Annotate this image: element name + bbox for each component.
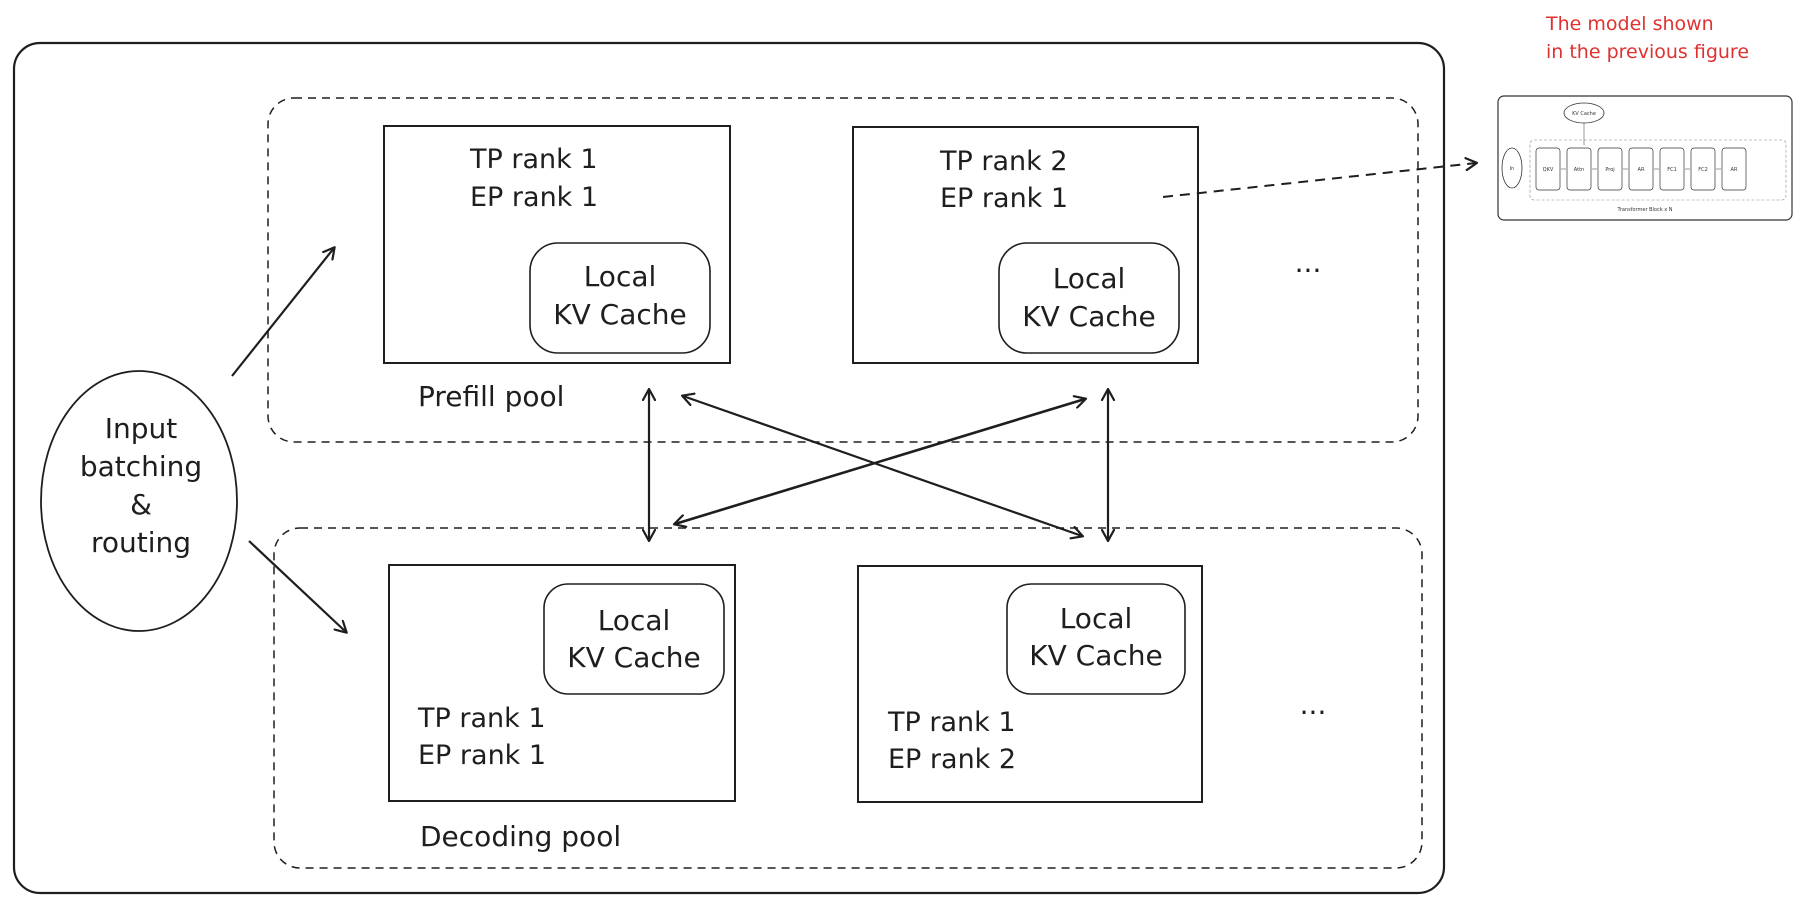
decoding-rank-2-ep: EP rank 2 [888, 744, 1016, 775]
thumbnail-block-label: FC1 [1667, 167, 1677, 173]
prefill-rank-1-cache-box [529, 242, 711, 354]
thumbnail-block-label: Proj [1605, 167, 1614, 173]
thumbnail-input-node [1501, 147, 1523, 189]
model-thumbnail-frame [1497, 95, 1793, 221]
decoding-rank-1: Local KV Cache TP rank 1 EP rank 1 [388, 564, 736, 802]
decoding-pool-ellipsis: ... [1300, 688, 1327, 721]
thumbnail-block-label: AR [1731, 167, 1738, 173]
thumbnail-block-label: QKV [1543, 167, 1554, 173]
thumbnail-block-label: Attn [1574, 167, 1584, 173]
thumbnail-kv-cache-label: KV Cache [1572, 111, 1596, 117]
decoding-rank-1-cache-line1: Local [598, 604, 671, 637]
prefill-rank-2-cache-line2: KV Cache [1022, 300, 1156, 333]
thumbnail-block [1566, 147, 1592, 191]
input-batching-routing-node: Input batching & routing [40, 370, 238, 632]
outer-container [12, 41, 1446, 895]
decoding-rank-2-cache-line2: KV Cache [1029, 639, 1163, 672]
prefill-rank-2: TP rank 2 EP rank 1 Local KV Cache [852, 126, 1199, 364]
decoding-rank-1-ep: EP rank 1 [418, 740, 546, 771]
decoding-rank-2-box [857, 565, 1203, 803]
input-node-line2: batching [80, 450, 202, 483]
thumbnail-block-label: AR [1638, 167, 1645, 173]
thumbnail-block [1597, 147, 1623, 191]
prefill-rank-1-box [383, 125, 731, 364]
prefill-rank-1: TP rank 1 EP rank 1 Local KV Cache [383, 125, 731, 364]
prefill-rank-1-tp: TP rank 1 [469, 144, 598, 175]
decoding-rank-1-tp: TP rank 1 [417, 703, 546, 734]
decoding-rank-1-cache-box [543, 583, 725, 695]
decoding-rank-1-cache-line2: KV Cache [567, 641, 701, 674]
prefill-rank-2-ep: EP rank 1 [940, 183, 1068, 214]
arrow-to-model-thumbnail [1162, 163, 1476, 198]
decoding-rank-2-cache-line1: Local [1060, 602, 1133, 635]
thumbnail-input-label: In [1510, 166, 1515, 172]
arrow-prefill2-decoding1 [675, 399, 1085, 524]
decoding-pool: Decoding pool Local KV Cache TP rank 1 E… [273, 527, 1423, 869]
thumbnail-block [1628, 147, 1654, 191]
thumbnail-block-label: FC2 [1698, 167, 1708, 173]
input-node-line1: Input [105, 412, 178, 445]
input-node-ellipse [40, 370, 238, 632]
thumbnail-block-region [1529, 139, 1787, 201]
arrow-input-to-prefill [231, 248, 334, 377]
input-node-line4: routing [91, 526, 191, 559]
thumbnail-block [1690, 147, 1716, 191]
prefill-rank-1-ep: EP rank 1 [470, 182, 598, 213]
decoding-pool-border [273, 527, 1423, 869]
prefill-rank-2-tp: TP rank 2 [939, 146, 1068, 177]
arrow-input-to-decoding [248, 540, 346, 632]
model-thumbnail: KV Cache In QKV Attn Proj AR FC1 FC2 AR Transf… [1497, 95, 1793, 221]
thumbnail-block-list: QKV Attn Proj AR FC1 FC2 AR [1535, 147, 1747, 191]
prefill-rank-2-cache-line1: Local [1053, 262, 1126, 295]
decoding-rank-2: Local KV Cache TP rank 1 EP rank 2 [857, 565, 1203, 803]
decoding-rank-2-tp: TP rank 1 [887, 707, 1016, 738]
annotation-line2: in the previous figure [1546, 41, 1749, 63]
thumbnail-block [1659, 147, 1685, 191]
prefill-pool-label: Prefill pool [418, 380, 564, 413]
thumbnail-block [1721, 147, 1747, 191]
thumbnail-footer: Transformer Block x N [1617, 207, 1673, 213]
decoding-rank-1-box [388, 564, 736, 802]
prefill-pool-ellipsis: ... [1295, 246, 1322, 279]
thumbnail-block [1535, 147, 1561, 191]
decoding-rank-2-cache-box [1006, 583, 1186, 695]
annotation-line1: The model shown [1545, 13, 1714, 35]
prefill-rank-1-cache-line2: KV Cache [553, 298, 687, 331]
prefill-pool: Prefill pool TP rank 1 EP rank 1 Local K… [267, 97, 1419, 443]
decoding-pool-label: Decoding pool [420, 820, 621, 853]
prefill-rank-1-cache-line1: Local [584, 260, 657, 293]
input-node-line3: & [130, 488, 152, 521]
prefill-rank-2-box [852, 126, 1199, 364]
prefill-rank-2-cache-box [998, 242, 1180, 354]
